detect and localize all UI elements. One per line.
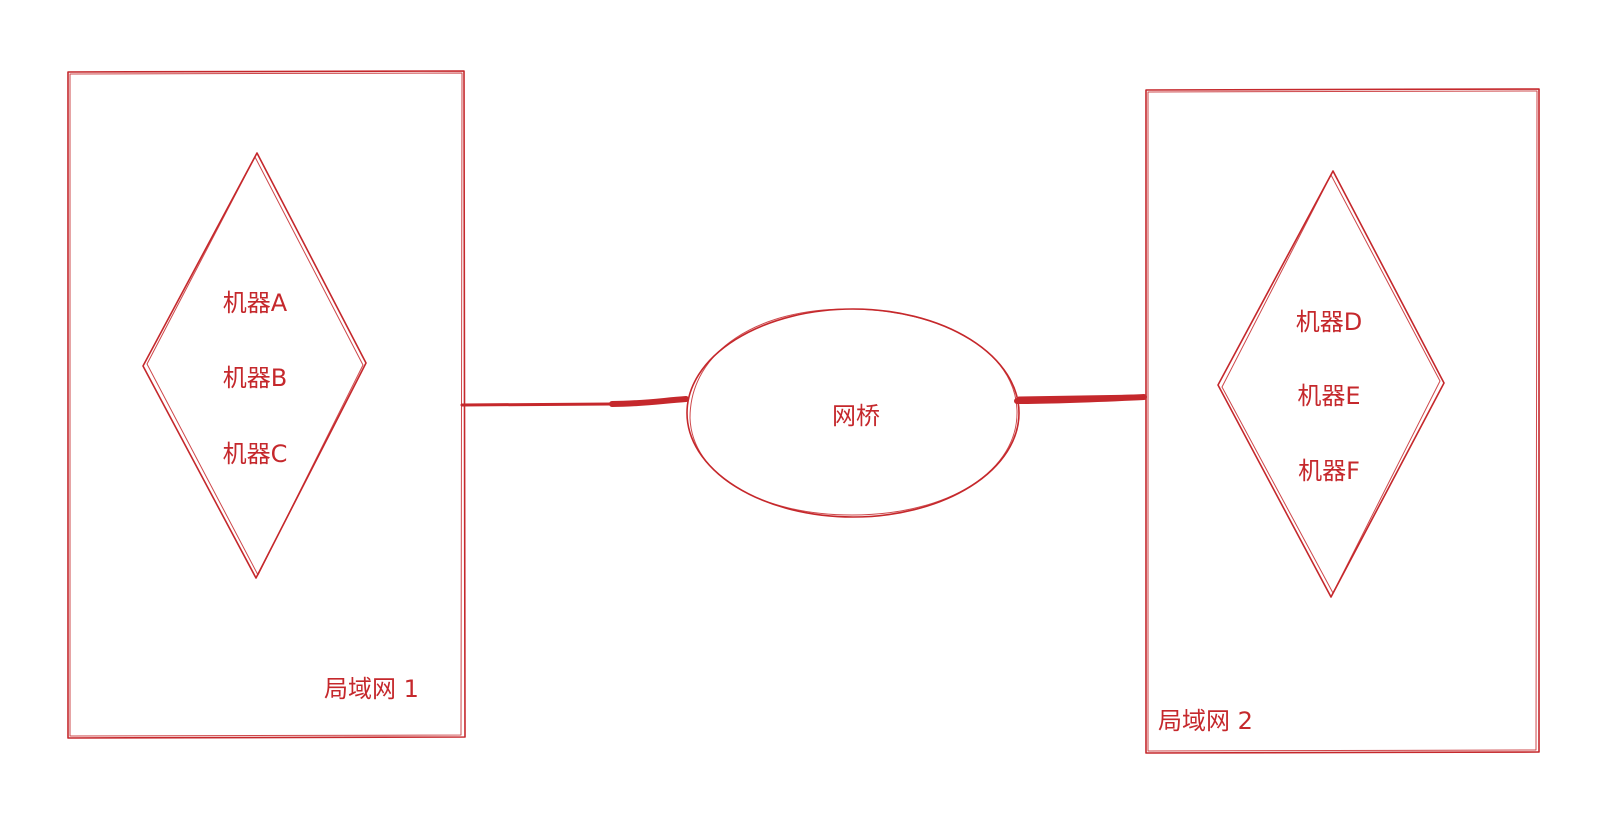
- machine-a-label: 机器A: [223, 289, 288, 317]
- lan2-label: 局域网 2: [1158, 707, 1253, 735]
- machine-c-label: 机器C: [223, 440, 288, 468]
- lan1-diamond: [142, 152, 367, 579]
- link-lan1-bridge: [460, 396, 689, 407]
- machine-e-label: 机器E: [1297, 382, 1360, 410]
- link-bridge-lan2: [1014, 394, 1147, 404]
- machine-f-label: 机器F: [1298, 457, 1360, 485]
- bridge-label: 网桥: [832, 402, 880, 430]
- lan1-box: [67, 70, 466, 739]
- bridge-ellipse: [686, 308, 1020, 518]
- lan2-box: [1145, 88, 1540, 754]
- machine-b-label: 机器B: [223, 364, 287, 392]
- machine-d-label: 机器D: [1296, 308, 1362, 336]
- lan1-label: 局域网 1: [324, 675, 419, 703]
- lan2-diamond: [1217, 170, 1445, 598]
